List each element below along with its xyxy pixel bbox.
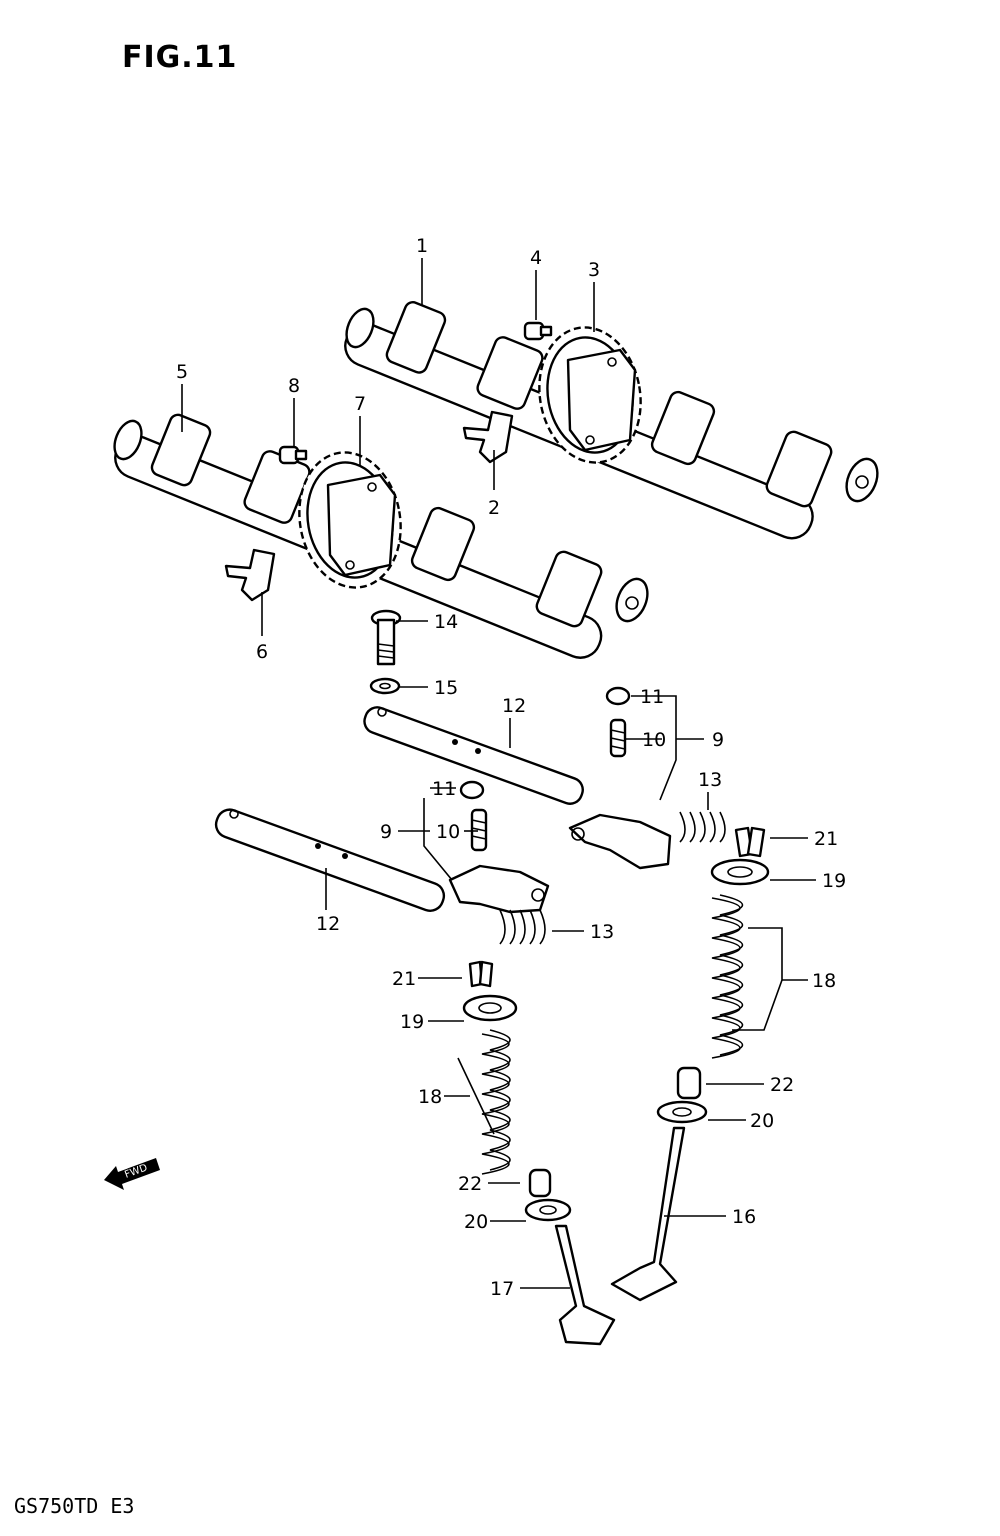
figure-title: FIG.11 — [122, 40, 238, 75]
callout-1: 1 — [416, 235, 428, 257]
rocker-shaft-lower — [214, 808, 446, 912]
valve-16 — [610, 1126, 686, 1302]
callout-9-lower: 9 — [380, 821, 392, 843]
model-code: GS750TD E3 — [14, 1494, 135, 1518]
callout-8: 8 — [288, 375, 300, 397]
callout-14: 14 — [434, 611, 458, 633]
callout-11-upper: 11 — [640, 686, 664, 708]
callout-5: 5 — [176, 361, 188, 383]
callout-16: 16 — [732, 1206, 756, 1228]
bolt-8 — [278, 445, 308, 465]
bolt-14 — [370, 609, 402, 666]
cam-sprocket-lower — [298, 451, 402, 589]
rocker-arm-lower — [448, 864, 550, 914]
callout-2: 2 — [488, 497, 500, 519]
retainer-19-right — [710, 858, 770, 886]
callout-13-lower: 13 — [590, 921, 614, 943]
callout-13-upper: 13 — [698, 769, 722, 791]
cam-sprocket-upper — [538, 326, 642, 464]
callout-18-left: 18 — [418, 1086, 442, 1108]
callout-9-upper: 9 — [712, 729, 724, 751]
bolt-4 — [523, 321, 553, 341]
callout-22-right: 22 — [770, 1074, 794, 1096]
callout-19-right: 19 — [822, 870, 846, 892]
callout-21-right: 21 — [814, 828, 838, 850]
oil-pipe-clamp-6 — [224, 548, 276, 602]
callout-4: 4 — [530, 247, 542, 269]
callout-10-upper: 10 — [642, 729, 666, 751]
rocker-spring-upper — [679, 811, 726, 843]
washer-15 — [369, 677, 401, 695]
callout-17: 17 — [490, 1278, 514, 1300]
callout-22-left: 22 — [458, 1173, 482, 1195]
adjust-screw-lower — [470, 808, 488, 852]
rocker-shaft-upper — [363, 706, 584, 805]
seat-20-right — [656, 1100, 708, 1124]
leader-lines — [181, 258, 816, 1289]
cotter-21-left — [468, 960, 494, 988]
callout-6: 6 — [256, 641, 268, 663]
callout-11-lower: 11 — [432, 778, 456, 800]
callout-21-left: 21 — [392, 968, 416, 990]
callout-10-lower: 10 — [436, 821, 460, 843]
nut-upper — [605, 686, 631, 706]
seal-22-right — [676, 1066, 702, 1100]
callout-labels: 1 2 3 4 5 6 7 8 9 9 10 10 11 11 12 12 13… — [176, 235, 846, 1300]
valve-17 — [554, 1224, 616, 1346]
rocker-arm-upper — [568, 813, 672, 870]
rocker-spring-lower — [499, 909, 546, 945]
callout-15: 15 — [434, 677, 458, 699]
callout-20-left: 20 — [464, 1211, 488, 1233]
spring-18-right — [711, 894, 744, 1059]
callout-12-lower: 12 — [316, 913, 340, 935]
adjust-screw-upper — [609, 718, 627, 758]
callout-19-left: 19 — [400, 1011, 424, 1033]
retainer-19-left — [462, 994, 518, 1022]
seat-20-left — [524, 1198, 572, 1222]
callout-20-right: 20 — [750, 1110, 774, 1132]
nut-lower — [459, 780, 485, 800]
callout-18-right: 18 — [812, 970, 836, 992]
fwd-arrow-icon: FWD — [104, 1158, 160, 1190]
seal-22-left — [528, 1168, 552, 1198]
cotter-21-right — [734, 826, 766, 858]
oil-pipe-clamp-2 — [462, 410, 514, 464]
callout-7: 7 — [354, 393, 366, 415]
callout-3: 3 — [588, 259, 600, 281]
spring-18-left — [481, 1029, 511, 1175]
callout-12-upper: 12 — [502, 695, 526, 717]
